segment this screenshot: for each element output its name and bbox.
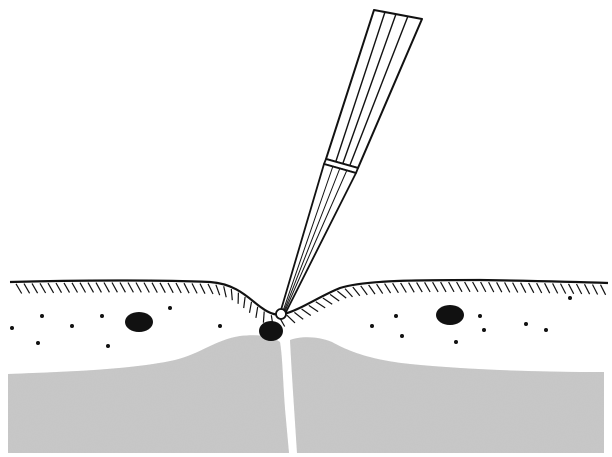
hatch-mark: [231, 289, 232, 300]
hatch-mark: [417, 282, 423, 292]
hatch-mark: [497, 282, 502, 292]
hatch-mark: [330, 294, 339, 301]
hatch-mark: [72, 283, 78, 293]
pipette-barrel: [326, 10, 422, 168]
hatch-mark: [120, 283, 125, 293]
hatch-mark: [505, 282, 510, 292]
hatch-mark: [250, 302, 252, 313]
hatch-mark: [309, 305, 318, 311]
hatch-mark: [449, 282, 454, 292]
hatch-mark: [537, 283, 542, 293]
hatch-mark: [361, 286, 368, 295]
hatch-mark: [569, 284, 574, 294]
hatch-mark: [513, 283, 518, 293]
hatch-mark: [323, 298, 332, 304]
hatch-mark: [316, 302, 325, 308]
hatch-mark: [545, 283, 550, 293]
hatch-mark: [385, 284, 391, 294]
hatch-mark: [200, 284, 205, 294]
hatch-mark: [48, 283, 54, 293]
bone-block-right: [290, 337, 604, 453]
hatch-mark: [80, 283, 86, 293]
hatch-mark: [561, 284, 566, 294]
hatch-mark: [104, 283, 109, 293]
hatch-mark: [377, 284, 383, 293]
hatch-mark: [481, 282, 486, 292]
hatch-mark: [144, 283, 149, 293]
tissue-surface-line: [10, 280, 608, 315]
hatch-mark: [393, 283, 399, 293]
hatch-mark: [425, 282, 431, 292]
hatch-mark: [353, 287, 360, 296]
hatch-mark: [585, 284, 590, 294]
surface-hatching: [16, 282, 606, 327]
hatch-mark: [521, 283, 526, 293]
hatch-mark: [136, 283, 141, 293]
hatch-mark: [184, 283, 189, 293]
hatch-mark: [160, 283, 165, 293]
nodule-left: [125, 312, 153, 332]
pipette: [276, 10, 422, 319]
hatch-mark: [16, 284, 22, 294]
hatch-mark: [96, 283, 101, 293]
nodule-center: [259, 321, 283, 341]
hatch-mark: [473, 282, 478, 292]
hatch-mark: [345, 289, 353, 297]
hatch-mark: [128, 283, 133, 293]
hatch-mark: [216, 285, 220, 296]
hatch-mark: [64, 283, 70, 293]
pipette-tip-bubble: [276, 309, 286, 319]
hatch-mark: [489, 282, 494, 292]
hatch-mark: [369, 285, 375, 294]
hatch-mark: [112, 283, 117, 293]
hatch-mark: [457, 282, 462, 292]
hatch-mark: [224, 286, 227, 297]
hatch-mark: [401, 283, 407, 293]
hatch-mark: [176, 283, 181, 293]
bone-block-left: [8, 335, 289, 453]
hatch-mark: [24, 284, 30, 294]
hatch-mark: [263, 312, 264, 323]
hatch-mark: [302, 309, 311, 316]
hatch-mark: [192, 283, 197, 293]
hatch-mark: [465, 282, 470, 292]
hatch-mark: [553, 283, 558, 293]
hatch-mark: [337, 291, 346, 298]
hatch-mark: [529, 283, 534, 293]
hatch-mark: [256, 307, 258, 318]
hatch-mark: [593, 285, 598, 295]
hatch-mark: [32, 283, 38, 293]
hatch-mark: [433, 282, 439, 292]
hatch-mark: [441, 282, 446, 292]
hatch-mark: [56, 283, 62, 293]
hatch-mark: [287, 315, 295, 323]
hatch-mark: [208, 284, 213, 294]
hatch-mark: [577, 284, 582, 294]
hatch-mark: [88, 283, 94, 293]
hatch-mark: [409, 283, 415, 293]
hatch-mark: [601, 285, 606, 295]
hatch-mark: [244, 297, 245, 308]
hatch-mark: [40, 283, 46, 293]
hatch-mark: [294, 312, 303, 319]
hatch-mark: [152, 283, 157, 293]
nodule-right: [436, 305, 464, 325]
hatch-mark: [168, 283, 173, 293]
